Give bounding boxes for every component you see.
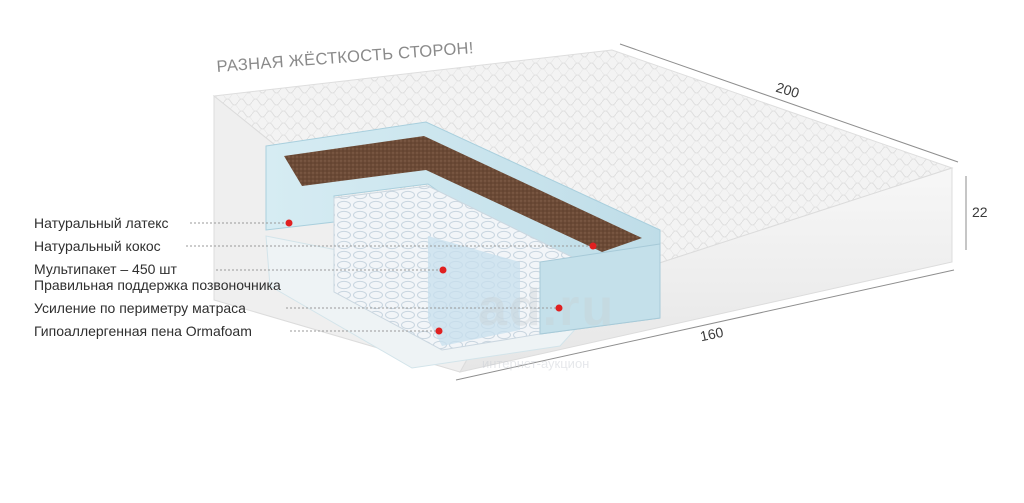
callouts: [186, 219, 597, 335]
dimension-height: 22: [972, 204, 988, 220]
watermark: ad.ru: [478, 279, 616, 337]
label-perimeter: Усиление по периметру матраса: [34, 300, 246, 316]
coconut-layer: [284, 136, 642, 252]
perimeter-reinforcement: [539, 243, 661, 335]
marker-coconut: [589, 242, 597, 250]
marker-foam: [435, 327, 443, 335]
watermark-sub: интернет-аукцион: [482, 356, 590, 371]
marker-perimeter: [555, 304, 563, 312]
mattress-cutaway: [265, 121, 661, 369]
label-latex: Натуральный латекс: [34, 215, 169, 231]
label-multipack-sub: Правильная поддержка позвоночника: [34, 277, 281, 293]
marker-spring: [439, 266, 447, 274]
label-foam: Гипоаллергенная пена Ormafoam: [34, 323, 252, 339]
dimension-lines: [455, 43, 967, 381]
label-multipack: Мультипакет – 450 шт: [34, 261, 177, 277]
marker-latex: [285, 219, 293, 227]
label-coconut: Натуральный кокос: [34, 238, 161, 254]
spring-highlight: [428, 236, 520, 346]
length-dimension-line: [619, 43, 959, 163]
width-dimension-line: [455, 269, 955, 381]
